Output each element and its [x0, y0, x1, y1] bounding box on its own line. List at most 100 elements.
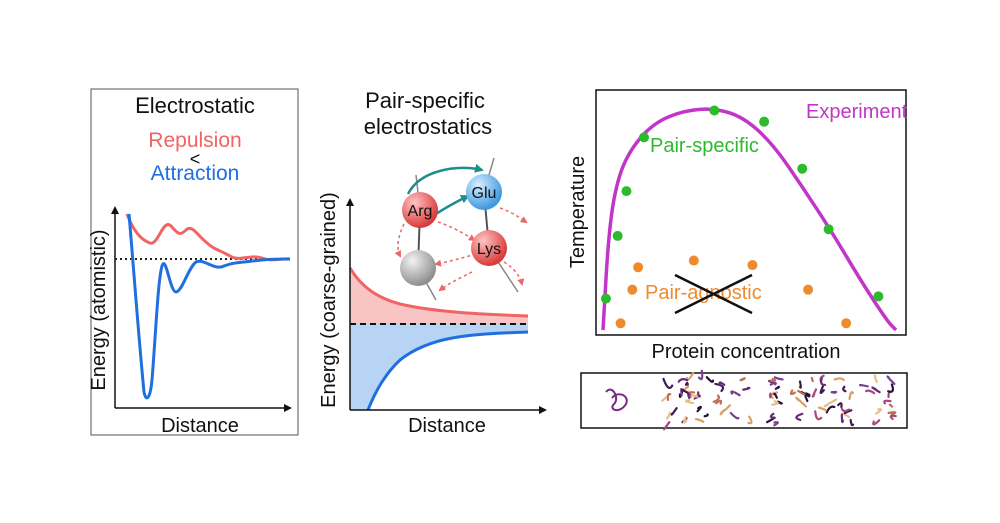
repulsion-arrow-5 — [503, 261, 525, 286]
middle-panel: Pair-specific electrostatics Arg Glu — [318, 88, 547, 437]
neutral-bead — [400, 250, 436, 286]
lys-bead — [471, 230, 507, 266]
middle-title-line1: Pair-specific — [365, 88, 485, 113]
dilute-protein-chain — [605, 388, 628, 411]
condensate-chain — [798, 380, 802, 389]
condensate-chain — [773, 392, 778, 399]
phase-diagram-marks — [600, 105, 898, 332]
repulsion-arrow-1 — [437, 221, 476, 242]
condensate-chain — [694, 418, 705, 423]
condensate-chain — [718, 381, 726, 386]
simulation-snapshot — [580, 369, 908, 431]
repulsion-arrow-3 — [394, 223, 405, 258]
lys-label: Lys — [477, 241, 501, 258]
middle-title-line2: electrostatics — [364, 114, 492, 139]
condensate-chain — [795, 396, 808, 408]
pair-specific-point — [612, 230, 623, 241]
pair-specific-label: Pair-specific — [650, 135, 759, 157]
condensate-chain — [769, 412, 776, 419]
condensate-chain — [789, 389, 797, 396]
pair-specific-point — [759, 116, 770, 127]
condensate-chain — [769, 382, 777, 386]
condensate-chain — [774, 385, 781, 390]
condensate-chain — [820, 377, 827, 387]
condensate-chain — [858, 383, 869, 388]
repulsion-arrow-6 — [438, 271, 473, 292]
condensate-chain — [729, 411, 740, 420]
pair-specific-point — [639, 132, 650, 143]
condensate-chain — [773, 376, 784, 381]
less-than-symbol: < — [190, 149, 201, 169]
condensate-chain — [730, 390, 741, 397]
middle-y-label: Energy (coarse-grained) — [318, 192, 340, 408]
condensate-chain — [811, 388, 818, 398]
condensate-chain — [833, 377, 845, 382]
attraction-arrow-top — [406, 163, 484, 195]
repulsion-arrow-2 — [434, 253, 477, 267]
condensate-chain — [684, 381, 689, 386]
condensate-chain — [825, 405, 836, 414]
condensate-chain — [848, 390, 855, 401]
condensate-chain — [819, 385, 825, 394]
pair-specific-point — [621, 186, 632, 197]
middle-repulsion-curve — [348, 267, 529, 318]
condensate-chain — [837, 402, 843, 409]
repulsion-area — [350, 268, 528, 324]
condensate-chain — [742, 386, 751, 391]
condensate-chain — [817, 406, 828, 412]
pair-agnostic-point — [688, 255, 699, 266]
condensate-chain — [747, 415, 753, 425]
condensate-chain — [684, 399, 695, 405]
right-panel: Experiment Pair-specific Pair-agnostic P… — [567, 89, 908, 431]
condensate-chain — [795, 412, 804, 422]
attraction-curve — [127, 213, 291, 400]
condensate-chain — [840, 407, 851, 413]
condensate-chain — [849, 418, 855, 427]
arg-label: Arg — [408, 203, 433, 220]
condensate-chain — [842, 385, 847, 393]
glu-bead — [466, 174, 502, 210]
experiment-label: Experiment — [806, 101, 908, 123]
condensate-chain — [887, 391, 891, 399]
condensate-chain — [670, 407, 678, 416]
pair-agnostic-point — [841, 318, 852, 329]
condensate-chain — [712, 394, 721, 403]
repulsion-curve — [125, 213, 291, 262]
condensate-chain — [872, 419, 881, 426]
condensate-chain — [887, 411, 897, 416]
pair-agnostic-point — [803, 284, 814, 295]
condensate-chain — [662, 377, 674, 390]
condensate-chain — [685, 371, 695, 381]
condensate-chain — [864, 389, 876, 395]
condensate-chain — [888, 403, 894, 408]
pair-specific-point — [797, 163, 808, 174]
right-y-label: Temperature — [567, 156, 589, 268]
condensate-chain — [666, 392, 672, 401]
condensate-chain — [696, 405, 702, 413]
condensate-chain — [776, 400, 783, 405]
condensate-chain — [887, 383, 894, 393]
cross-out-line-2 — [674, 273, 753, 315]
condensate-chain — [871, 386, 881, 394]
condensate-chain — [886, 375, 896, 385]
condensate-chain — [697, 391, 701, 398]
repulsion-label: Repulsion — [148, 129, 241, 152]
condensate-chain — [665, 411, 672, 420]
attraction-arrow-bottom — [435, 194, 470, 216]
condensate-chain — [769, 377, 777, 382]
condensate-chain — [840, 413, 844, 424]
condensate-chain — [874, 408, 883, 415]
middle-attraction-curve — [366, 330, 529, 411]
pair-agnostic-point — [615, 318, 626, 329]
condensate-chain — [715, 399, 723, 405]
pair-agnostic-point — [747, 260, 758, 271]
condensate-chain — [771, 400, 779, 406]
left-panel-frame — [90, 88, 299, 436]
condensate-chain — [722, 404, 731, 413]
middle-x-label: Distance — [408, 415, 486, 437]
condensate-chain — [843, 409, 853, 415]
left-y-label: Energy (atomistic) — [88, 229, 110, 390]
left-panel: Electrostatic Repulsion < Attraction Dis… — [88, 88, 299, 437]
condensate-chain — [873, 374, 878, 384]
condensate-chain — [773, 421, 779, 427]
